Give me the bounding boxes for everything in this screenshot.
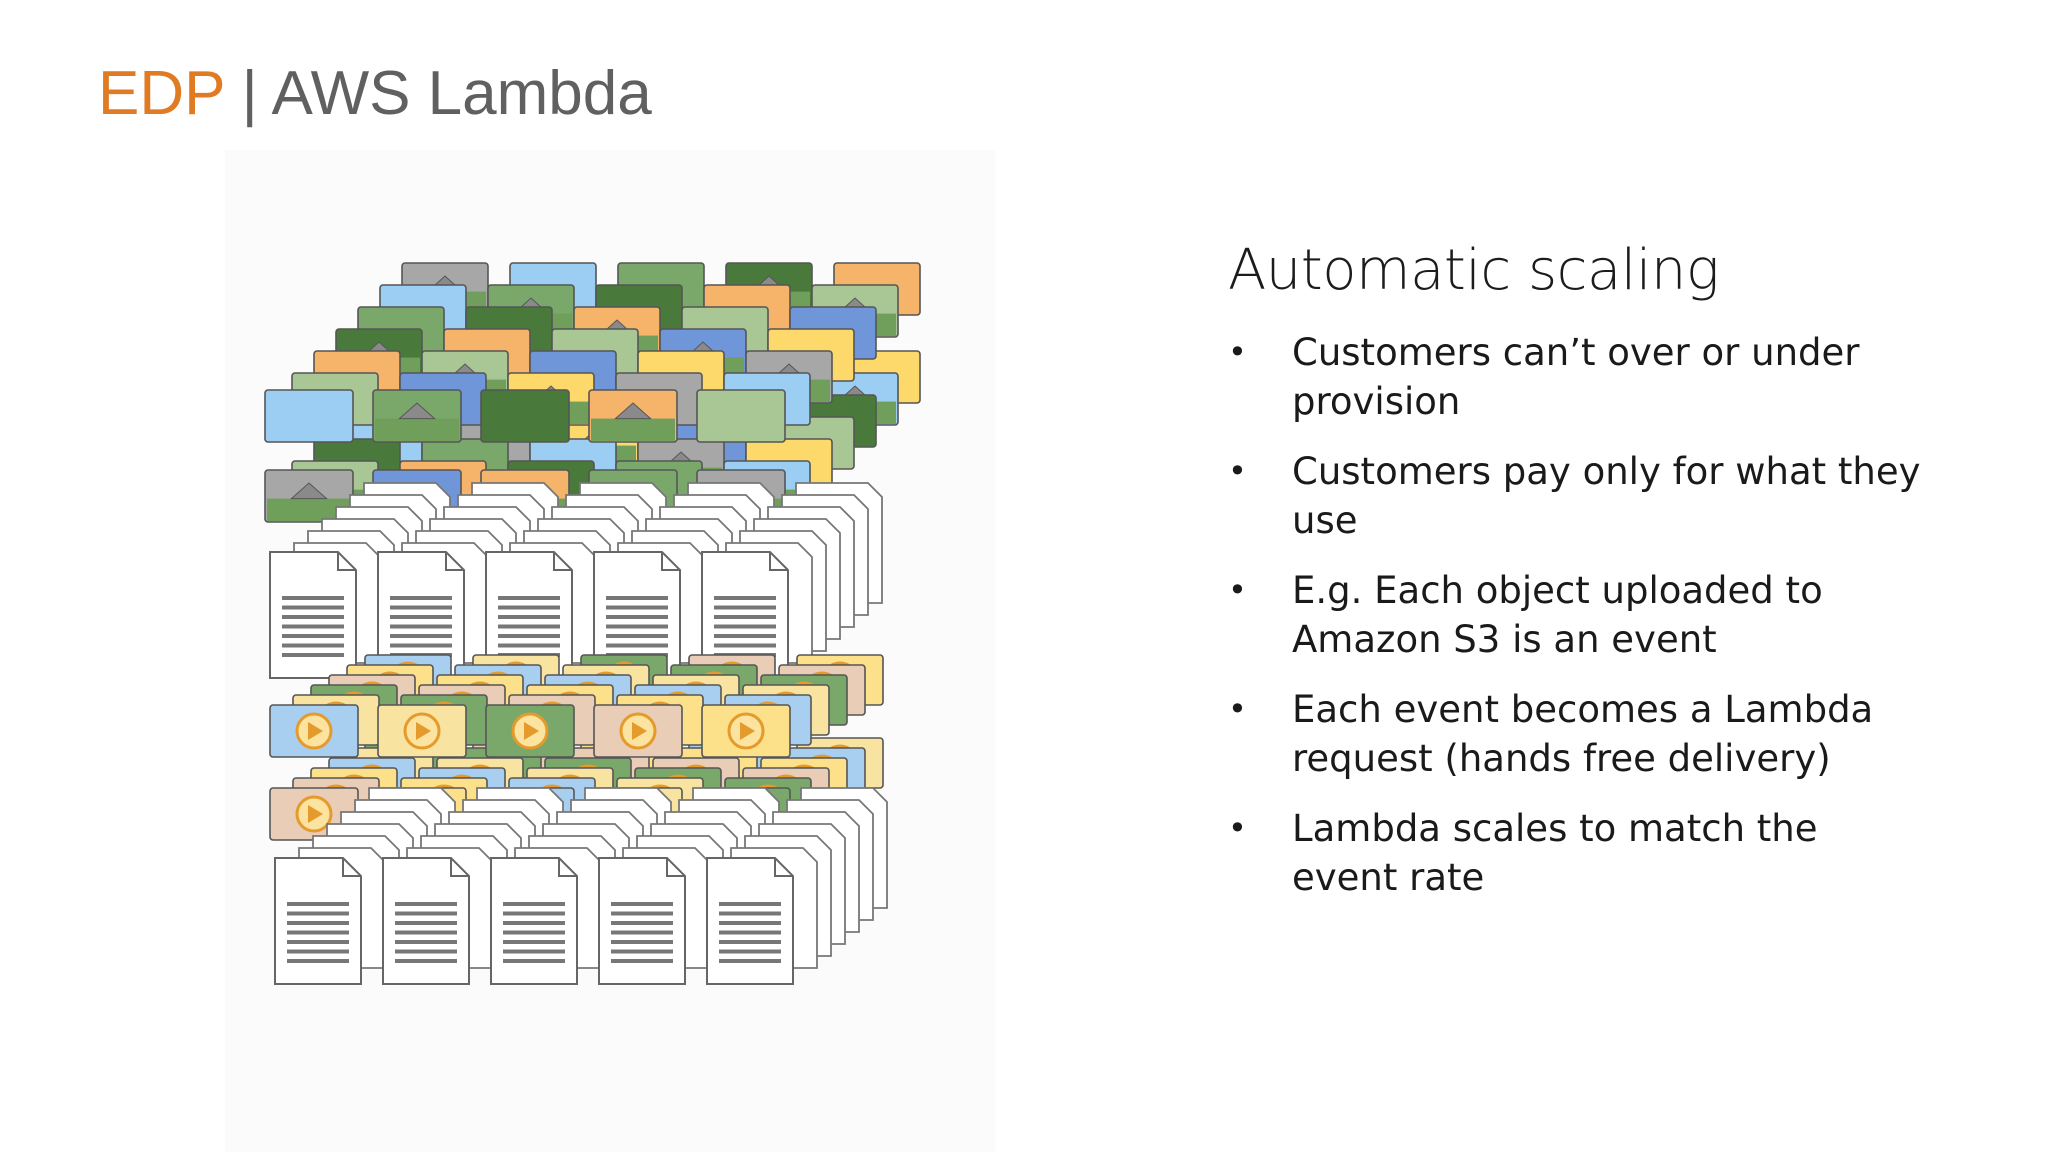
bullet-list: • Customers can’t over or under provisio… <box>1228 328 1928 902</box>
bullet-text: E.g. Each object uploaded to Amazon S3 i… <box>1292 569 1823 661</box>
video-card-icon <box>377 704 467 758</box>
slide-title: EDP | AWS Lambda <box>98 56 652 132</box>
bullet-text: Each event becomes a Lambda request (han… <box>1292 688 1874 780</box>
scaling-illustration <box>225 150 995 1152</box>
bullet-icon: • <box>1228 571 1247 609</box>
bullet-icon: • <box>1228 452 1247 490</box>
image-card-icon <box>372 389 462 443</box>
video-card-icon <box>701 704 791 758</box>
document-icon <box>706 857 794 985</box>
image-card-icon <box>264 469 354 523</box>
document-icon <box>269 551 357 679</box>
content-panel: Automatic scaling • Customers can’t over… <box>1228 228 1928 923</box>
bullet-item: • Each event becomes a Lambda request (h… <box>1228 685 1928 783</box>
document-icon <box>382 857 470 985</box>
bullet-text: Customers pay only for what they use <box>1292 450 1921 542</box>
document-icon <box>490 857 578 985</box>
bullet-icon: • <box>1228 690 1247 728</box>
title-product: AWS Lambda <box>271 59 652 128</box>
image-card-icon <box>480 389 570 443</box>
bullet-icon: • <box>1228 333 1247 371</box>
bullet-item: • E.g. Each object uploaded to Amazon S3… <box>1228 566 1928 664</box>
image-card-icon <box>588 389 678 443</box>
video-card-icon <box>485 704 575 758</box>
video-card-icon <box>269 704 359 758</box>
section-heading: Automatic scaling <box>1228 238 1720 303</box>
bullet-item: • Customers pay only for what they use <box>1228 447 1928 545</box>
bullet-text: Customers can’t over or under provision <box>1292 331 1860 423</box>
title-separator: | <box>224 59 272 128</box>
bullet-item: • Customers can’t over or under provisio… <box>1228 328 1928 426</box>
bullet-item: • Lambda scales to match the event rate <box>1228 804 1928 902</box>
bullet-text: Lambda scales to match the event rate <box>1292 807 1818 899</box>
stacked-event-icons-illustration <box>264 262 921 985</box>
document-icon <box>598 857 686 985</box>
image-card-icon <box>264 389 354 443</box>
document-icon <box>274 857 362 985</box>
bullet-icon: • <box>1228 809 1247 847</box>
image-card-icon <box>696 389 786 443</box>
video-card-icon <box>593 704 683 758</box>
title-brand: EDP <box>98 59 225 128</box>
